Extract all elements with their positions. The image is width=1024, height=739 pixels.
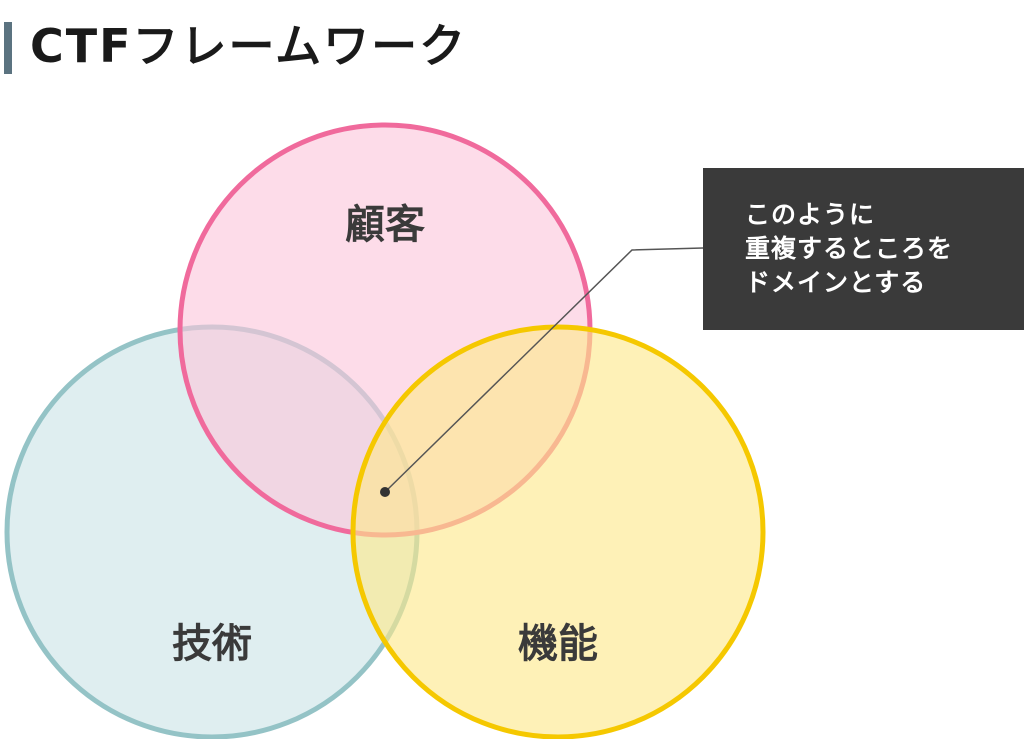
callout-box: このように 重複するところを ドメインとする (703, 168, 1024, 330)
callout-leader-line (384, 247, 704, 493)
page-title: CTFフレームワーク (30, 19, 468, 73)
callout-line-2: 重複するところを (745, 234, 954, 263)
label-technology: 技術 (172, 621, 252, 667)
callout-line-3: ドメインとする (745, 268, 927, 297)
label-function: 機能 (518, 621, 598, 667)
callout-anchor-dot (380, 487, 390, 497)
circle-function (350, 324, 766, 739)
label-customer: 顧客 (345, 202, 425, 248)
callout-line-1: このように (745, 200, 876, 229)
title-accent-bar (4, 22, 12, 74)
